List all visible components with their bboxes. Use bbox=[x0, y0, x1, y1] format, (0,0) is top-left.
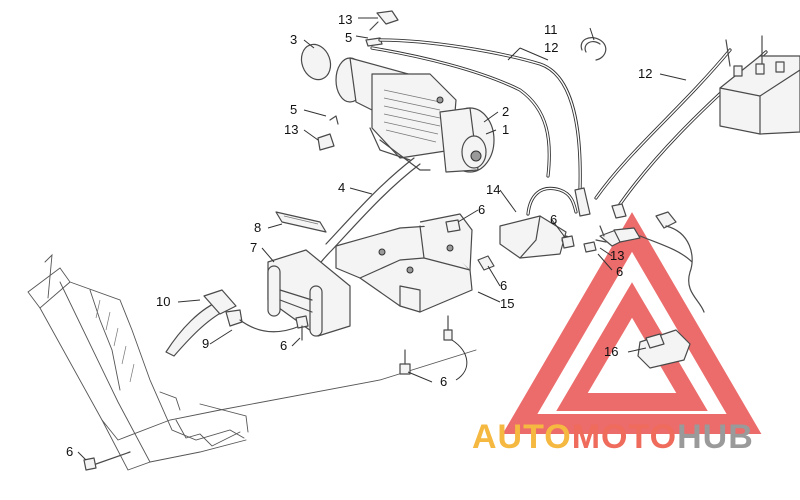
winch-hook-strap bbox=[165, 289, 301, 357]
winch-power-cables bbox=[370, 38, 768, 219]
callout-6: 6 bbox=[550, 212, 557, 227]
callout-6: 6 bbox=[440, 374, 447, 389]
mounting-bracket bbox=[335, 213, 495, 313]
leader-lines bbox=[77, 17, 687, 461]
callout-numbers: 13 5 3 5 13 2 1 11 12 12 4 8 7 10 9 6 6 … bbox=[66, 12, 652, 459]
callout-6: 6 bbox=[478, 202, 485, 217]
callout-6: 6 bbox=[280, 338, 287, 353]
callout-11: 11 bbox=[544, 22, 558, 37]
callout-16: 16 bbox=[604, 344, 618, 359]
watermark-logo-mark bbox=[502, 212, 762, 434]
callout-14: 14 bbox=[486, 182, 500, 197]
remote-harness bbox=[595, 211, 705, 369]
contactor-solenoid bbox=[499, 186, 578, 259]
bolts bbox=[83, 219, 597, 471]
brand-moto: MOTO bbox=[571, 418, 678, 456]
winch-assembly bbox=[335, 57, 495, 173]
brand-auto: AUTO bbox=[472, 418, 572, 456]
terminal-cap-lower bbox=[317, 115, 339, 151]
callout-7: 7 bbox=[250, 240, 257, 255]
vehicle-frame bbox=[27, 253, 477, 471]
callout-13: 13 bbox=[610, 248, 624, 263]
callout-15: 15 bbox=[500, 296, 514, 311]
watermark-brand: AUTOMOTOHUB bbox=[472, 418, 754, 457]
roller-fairlead bbox=[267, 249, 351, 337]
callout-10: 10 bbox=[156, 294, 170, 309]
callout-6: 6 bbox=[66, 444, 73, 459]
callout-6: 6 bbox=[500, 278, 507, 293]
callout-6: 6 bbox=[616, 264, 623, 279]
callout-13: 13 bbox=[284, 122, 298, 137]
callout-5: 5 bbox=[345, 30, 352, 45]
callout-5: 5 bbox=[290, 102, 297, 117]
brand-hub: HUB bbox=[677, 418, 754, 456]
callout-12: 12 bbox=[638, 66, 652, 81]
terminal-cap-upper bbox=[365, 10, 399, 47]
callout-1: 1 bbox=[502, 122, 509, 137]
battery bbox=[719, 35, 800, 135]
callout-8: 8 bbox=[254, 220, 261, 235]
callout-12: 12 bbox=[544, 40, 558, 55]
callout-9: 9 bbox=[202, 336, 209, 351]
callout-13: 13 bbox=[338, 12, 352, 27]
callout-3: 3 bbox=[290, 32, 297, 47]
callout-2: 2 bbox=[502, 104, 509, 119]
clamp-ring bbox=[580, 37, 607, 61]
label-plate bbox=[275, 211, 327, 233]
callout-4: 4 bbox=[338, 180, 345, 195]
cover-plate-3 bbox=[300, 43, 332, 81]
cable-terminal bbox=[574, 187, 591, 217]
